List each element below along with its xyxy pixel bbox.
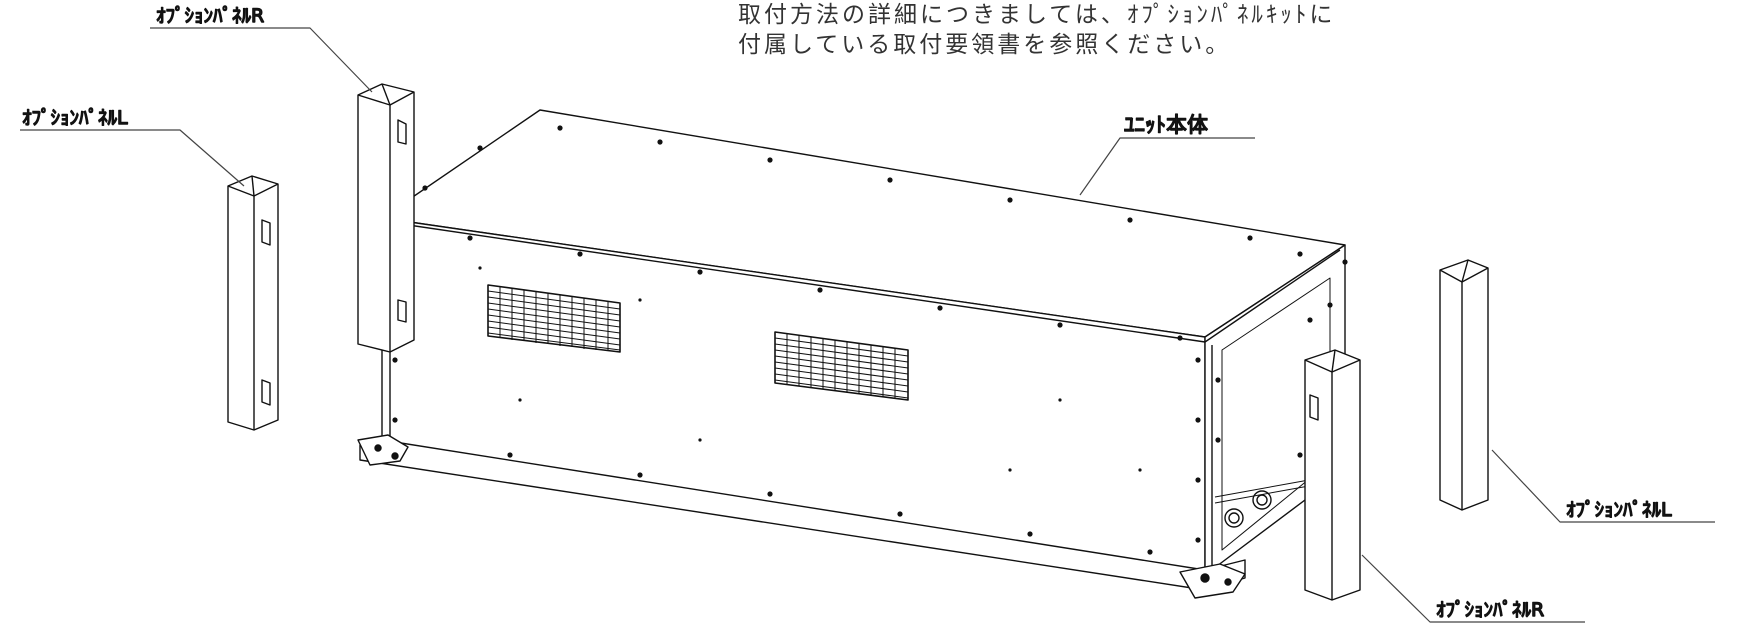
label-option-panel-l-left: ｵﾌﾟｼｮﾝﾊﾟﾈﾙL bbox=[22, 107, 128, 129]
leader-option-panel-r-bottom bbox=[1361, 554, 1585, 623]
pipe-port-2 bbox=[1252, 490, 1272, 510]
air-grille-left bbox=[487, 284, 621, 353]
leader-unit-body bbox=[1079, 137, 1255, 196]
air-grille-right bbox=[774, 331, 909, 401]
label-option-panel-r-bottom: ｵﾌﾟｼｮﾝﾊﾟﾈﾙR bbox=[1436, 599, 1544, 621]
note-line-2: 付属している取付要領書を参照ください。 bbox=[738, 32, 1232, 58]
option-panel-r-bottom bbox=[1304, 349, 1361, 601]
leader-option-panel-l-right bbox=[1491, 449, 1715, 523]
option-panel-r-top bbox=[357, 83, 415, 353]
option-panel-l-right bbox=[1439, 259, 1489, 511]
option-panel-l-left bbox=[227, 175, 279, 431]
pipe-port-1 bbox=[1224, 508, 1244, 528]
base-rail bbox=[359, 439, 1246, 591]
mounting-foot-right bbox=[1179, 563, 1246, 599]
note-line-1: 取付方法の詳細につきましては、ｵﾌﾟｼｮﾝﾊﾟﾈﾙｷｯﾄに bbox=[738, 2, 1336, 28]
label-option-panel-l-right: ｵﾌﾟｼｮﾝﾊﾟﾈﾙL bbox=[1566, 499, 1672, 521]
fastener-dots bbox=[392, 125, 1348, 555]
top-end-edge bbox=[1204, 249, 1341, 343]
leader-lines bbox=[20, 27, 1715, 623]
unit-body bbox=[357, 109, 1348, 599]
label-option-panel-r-top: ｵﾌﾟｼｮﾝﾊﾟﾈﾙR bbox=[156, 5, 264, 27]
top-front-edge bbox=[387, 221, 1206, 343]
label-unit-body: ﾕﾆｯﾄ本体 bbox=[1124, 113, 1208, 137]
leader-option-panel-l-left bbox=[20, 129, 245, 187]
installation-note: 取付方法の詳細につきましては、ｵﾌﾟｼｮﾝﾊﾟﾈﾙｷｯﾄに 付属している取付要領… bbox=[738, 0, 1438, 60]
leader-option-panel-r-top bbox=[150, 27, 373, 93]
